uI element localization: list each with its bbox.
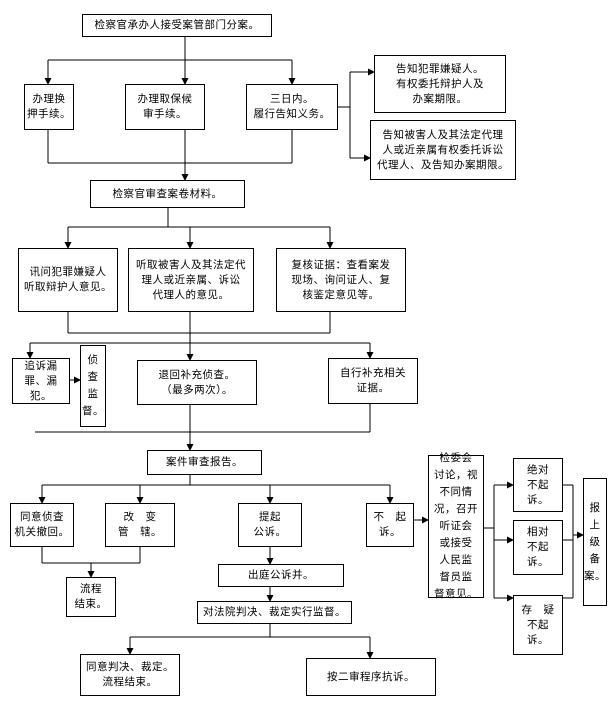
box-notify-suspect: 告知犯罪嫌疑人。 有权委托辩护人及 办案期限。: [374, 55, 506, 113]
box-report-filing: 报 上 级 备 案。: [583, 478, 607, 606]
box-three-days: 三日内。 履行告知义务。: [246, 84, 338, 130]
box-pursue-prosecution: 追诉漏 罪、漏犯。: [12, 358, 70, 404]
box-agree-withdraw: 同意侦查 机关撤回。: [10, 503, 74, 547]
box-interrogate: 讯问犯罪嫌疑人 听取辩护人意见。: [18, 248, 118, 312]
box-accept-case: 检察官承办人接受案管部门分案。: [82, 14, 272, 37]
box-absolute-not-prosecute: 绝对 不起 诉。: [513, 458, 563, 512]
box-return-supplement: 退回补充侦查。 （最多两次）。: [137, 360, 257, 405]
box-process-end: 流程 结束。: [66, 577, 116, 617]
box-change-jurisdiction: 改 变 管 辖。: [105, 503, 175, 547]
box-verify-evidence: 复核证据：查看案发 现场、询问证人、复 核鉴定意见等。: [276, 248, 406, 312]
box-committee: 检委会 讨论，视 不同情 况，召开 听证会 或接受 人民监 督员监 督意见。: [428, 452, 484, 600]
box-notify-victim: 告知被害人及其法定代理 人或近亲属有权委托诉讼 代理人、及告知办案期限。: [370, 120, 516, 180]
box-hear-victim: 听取被害人及其法定代 理人或近亲属、诉讼 代理人的意见。: [128, 248, 254, 312]
box-doubt-not-prosecute: 存 疑 不起 诉。: [513, 595, 563, 655]
box-supervise-judgment: 对法院判决、裁定实行监督。: [197, 601, 352, 624]
box-handle-bail: 办理取保候 审手续。: [125, 84, 205, 130]
box-second-instance-protest: 按二审程序抗诉。: [306, 658, 436, 696]
box-investigation-supervision: 侦 查 监 督。: [80, 345, 106, 427]
box-agree-judgment: 同意判决、裁定。 流程结束。: [80, 654, 180, 696]
box-handle-defense: 办理换 押手续。: [24, 84, 74, 130]
box-appear-court: 出庭公诉并。: [218, 564, 344, 587]
box-self-supplement: 自行补充相关 证据。: [328, 358, 418, 404]
box-prosecute: 提起 公诉。: [238, 503, 302, 547]
box-not-prosecute: 不 起 诉。: [366, 503, 414, 547]
box-review-materials: 检察官审查案卷材料。: [90, 180, 245, 208]
box-relative-not-prosecute: 相对 不起 诉。: [513, 520, 563, 575]
box-case-report: 案件审查报告。: [147, 450, 262, 475]
